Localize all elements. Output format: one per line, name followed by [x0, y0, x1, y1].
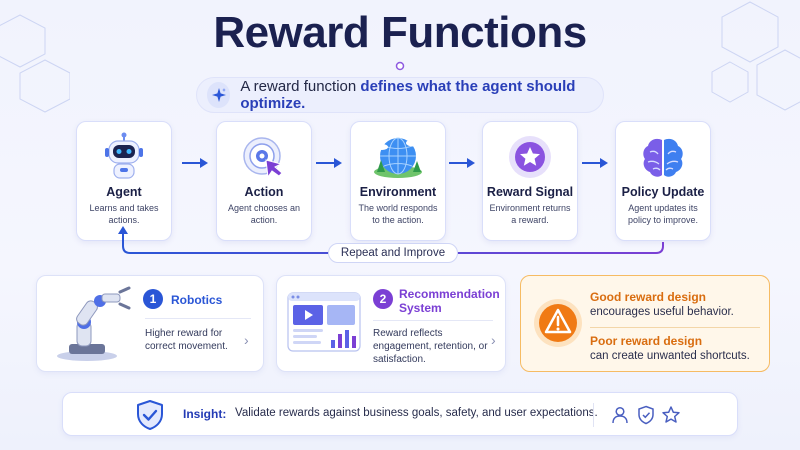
step-title: Policy Update	[621, 185, 705, 199]
step-number-badge: 1	[143, 289, 163, 309]
shield-icon	[638, 405, 654, 425]
step-environment: Environment The world responds to the ac…	[350, 121, 446, 241]
chevron-right-icon: ›	[491, 332, 496, 348]
step-title: Action	[244, 185, 284, 199]
card-title: Recommendation System	[399, 287, 500, 315]
definition-text: A reward function defines what the agent…	[240, 78, 576, 112]
card-description: Reward reflects engagement, retention, o…	[373, 328, 488, 365]
poor-reward-title: Poor reward design	[590, 334, 703, 348]
dashboard-icon	[287, 292, 361, 352]
page-title: Reward Functions	[213, 8, 587, 57]
step-reward-signal: Reward Signal Environment returns a rewa…	[482, 121, 578, 241]
step-description: Agent updates its policy to improve.	[627, 203, 699, 225]
hexagon-decoration-right	[711, 1, 800, 111]
step-policy-update: Policy Update Agent updates its policy t…	[615, 121, 711, 241]
star-badge-icon	[509, 136, 551, 178]
chevron-right-icon: ›	[244, 332, 249, 348]
robot-icon	[105, 132, 143, 179]
poor-reward-text: can create unwanted shortcuts.	[590, 350, 750, 362]
star-icon	[662, 406, 680, 423]
brain-icon	[643, 138, 683, 177]
title-underline-decoration	[295, 61, 505, 71]
robot-arm-icon	[57, 286, 131, 361]
user-icon	[612, 406, 628, 424]
step-title: Environment	[359, 185, 437, 199]
arrow-right-icon	[582, 158, 608, 168]
arrow-right-icon	[182, 158, 208, 168]
warning-icon	[534, 299, 582, 347]
arrow-right-icon	[449, 158, 475, 168]
step-number-badge: 2	[373, 289, 393, 309]
insight-label: Insight:	[183, 407, 227, 421]
example-card-recommendation: 2 Recommendation System Reward reflects …	[276, 275, 506, 372]
arrow-right-icon	[316, 158, 342, 168]
step-title: Reward Signal	[486, 185, 574, 199]
card-description: Higher reward for correct movement.	[145, 328, 228, 352]
sparkle-icon	[207, 82, 231, 108]
insight-bar: Insight: Validate rewards against busine…	[62, 392, 738, 436]
target-cursor-icon	[243, 137, 283, 179]
shield-check-icon	[137, 400, 163, 430]
step-action: Action Agent chooses an action.	[216, 121, 312, 241]
card-divider	[373, 320, 493, 321]
step-description: Learns and takes actions.	[89, 203, 159, 225]
warning-divider	[590, 327, 760, 328]
card-divider	[145, 318, 251, 319]
good-reward-title: Good reward design	[590, 290, 707, 304]
insight-divider	[593, 403, 594, 427]
step-description: Environment returns a reward.	[489, 203, 571, 225]
loop-label: Repeat and Improve	[328, 243, 458, 263]
hexagon-decoration-left	[0, 14, 70, 113]
definition-banner: A reward function defines what the agent…	[196, 77, 604, 113]
example-card-robotics: 1 Robotics Higher reward for correct mov…	[36, 275, 264, 372]
step-title: Agent	[106, 185, 142, 199]
insight-text: Validate rewards against business goals,…	[235, 407, 598, 419]
step-description: Agent chooses an action.	[227, 203, 301, 225]
reward-design-warning-card	[520, 275, 770, 372]
step-agent: Agent Learns and takes actions.	[76, 121, 172, 241]
step-description: The world responds to the action.	[358, 203, 438, 225]
good-reward-text: encourages useful behavior.	[590, 306, 734, 318]
globe-icon	[374, 137, 422, 178]
card-title: Robotics	[171, 293, 223, 307]
